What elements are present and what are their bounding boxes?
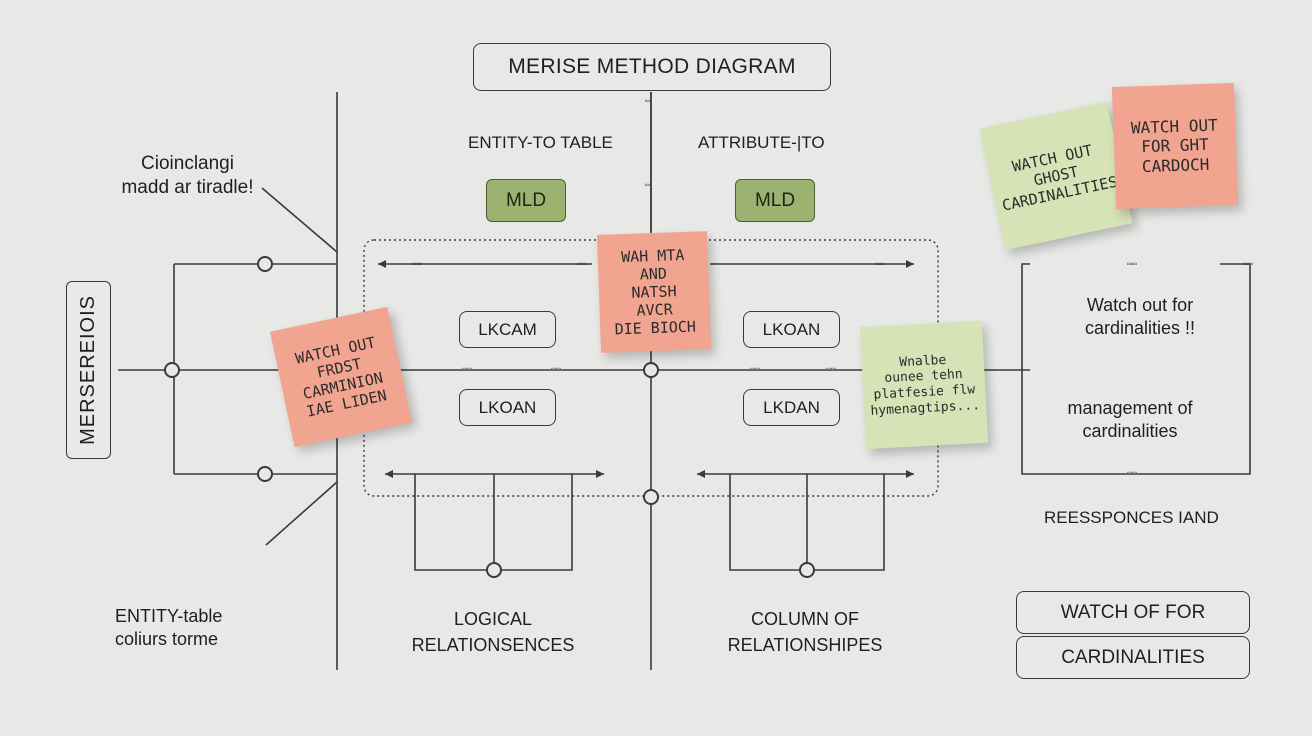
side-label-box: MERSEREIOIS <box>66 281 111 459</box>
watch-for-label: WATCH OF FOR <box>1060 601 1206 623</box>
side-label-text: MERSEREIOIS <box>77 295 99 445</box>
tick-mark: ▭▭ <box>551 364 561 373</box>
sticky-note-top-green: WATCH OUT GHOST CARDINALITIES <box>979 101 1133 251</box>
tick-mark: ▭▭ <box>1127 259 1137 268</box>
sticky-note-center: WAH MTA AND NATSH AVCR DIE BIOCH <box>596 231 712 353</box>
sticky-note-top-red: WATCH OUT FOR GHT CARDOCH <box>1111 82 1239 210</box>
entity-box-top-right: LKOAN <box>743 311 840 348</box>
tick-mark: ▭▭ <box>1127 468 1137 477</box>
entity-box-bottom-left: LKOAN <box>459 389 556 426</box>
responses-label: REESSPONCES IAND <box>1044 508 1219 527</box>
tick-mark: ▭▭ <box>462 364 472 373</box>
right-panel-text-1: Watch out for cardinalities !! <box>1084 295 1196 338</box>
tick-mark: ▭ <box>645 180 650 189</box>
diagram-title: MERISE METHOD DIAGRAM <box>473 43 831 91</box>
bottom-left-label: ENTITY-table coliurs torme <box>115 606 223 649</box>
left-annotation-line1: Cioinclangi <box>141 153 234 174</box>
column-relationships-label: COLUMN OF RELATIONSHIPES <box>727 609 883 656</box>
mld-badge-right: MLD <box>735 179 815 222</box>
entity-label: LKCAM <box>478 319 537 339</box>
right-panel-text-2: management of cardinalities <box>1067 398 1193 441</box>
cardinalities-label: CARDINALITIES <box>1061 646 1205 668</box>
entity-box-bottom-right: LKDAN <box>743 389 840 426</box>
left-annotation: Cioinclangi madd ar tiradle! <box>100 152 275 200</box>
header-label-left: ENTITY-TO TABLE <box>468 133 613 152</box>
tick-mark: ▭▭ <box>1243 259 1253 268</box>
entity-label: LKDAN <box>763 397 820 417</box>
tick-mark: ▭▭ <box>577 259 587 268</box>
header-label-right: ATTRIBUTE-|TO <box>698 133 825 152</box>
sticky-note-left: WATCH OUT FRDST CARMINION IAE LIDEN <box>270 306 412 448</box>
left-annotation-line2: madd ar tiradle! <box>121 176 254 198</box>
mld-badge-left: MLD <box>486 179 566 222</box>
entity-label: LKOAN <box>478 397 537 417</box>
entity-label: LKOAN <box>762 319 821 339</box>
cardinalities-button[interactable]: CARDINALITIES <box>1016 636 1250 679</box>
tick-mark: ▭▭ <box>750 364 760 373</box>
tick-mark: ▭▭ <box>826 364 836 373</box>
sticky-note-right: Wnalbe ounee tehn platfesie flw hymenagt… <box>859 320 989 450</box>
tick-mark: ▭ <box>645 96 650 105</box>
entity-box-top-left: LKCAM <box>459 311 556 348</box>
diagram-title-text: MERISE METHOD DIAGRAM <box>508 55 796 78</box>
logical-relations-label: LOGICAL RELATIONSENCES <box>411 609 575 656</box>
watch-for-button[interactable]: WATCH OF FOR <box>1016 591 1250 634</box>
tick-mark: ▭▭ <box>412 259 422 268</box>
tick-mark: ▭▭ <box>875 259 885 268</box>
